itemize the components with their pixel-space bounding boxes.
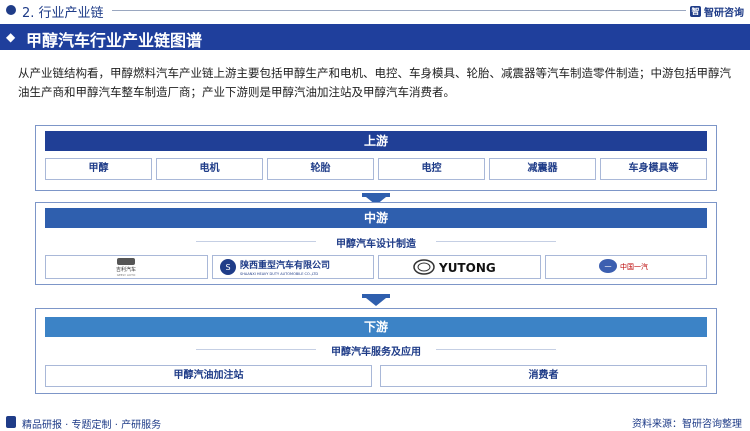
midstream-panel: 中游 甲醇汽车设计制造 吉利汽车 GEELY AUTO S 陕西重型汽车有限公司…	[35, 202, 717, 285]
shaanxi-logo-icon: S 陕西重型汽车有限公司 SHAANXI HEAVY DUTY AUTOMOBI…	[219, 259, 330, 276]
svg-text:吉利汽车: 吉利汽车	[116, 266, 136, 273]
midstream-subhead: 甲醇汽车设计制造	[36, 235, 716, 250]
upstream-item: 轮胎	[267, 158, 374, 180]
midstream-band: 中游	[45, 208, 707, 228]
upstream-item: 车身模具等	[600, 158, 707, 180]
svg-text:SHAANXI HEAVY DUTY AUTOMOBILE: SHAANXI HEAVY DUTY AUTOMOBILE CO.,LTD	[240, 272, 318, 276]
brand: 智 智研咨询	[690, 4, 744, 19]
upstream-item: 甲醇	[45, 158, 152, 180]
section-bullet-icon	[6, 5, 16, 15]
logo-faw: 一 中国一汽	[544, 255, 707, 279]
downstream-subhead: 甲醇汽车服务及应用	[36, 343, 716, 358]
intro-paragraph: 从产业链结构看，甲醇燃料汽车产业链上游主要包括甲醇生产和电机、电控、车身模具、轮…	[18, 66, 731, 99]
footer-services: 精品研报 · 专题定制 · 产研服务	[22, 420, 162, 431]
upstream-panel: 上游 甲醇 电机 轮胎 电控 减震器 车身模具等	[35, 125, 717, 191]
faw-logo-icon: 一 中国一汽	[598, 259, 648, 273]
section-title: 2. 行业产业链	[22, 6, 104, 21]
double-chevron-icon: ◆	[6, 30, 16, 44]
downstream-band: 下游	[45, 317, 707, 337]
svg-text:GEELY AUTO: GEELY AUTO	[117, 273, 136, 277]
midstream-logos: 吉利汽车 GEELY AUTO S 陕西重型汽车有限公司 SHAANXI HEA…	[45, 255, 707, 279]
yutong-logo-icon: YUTONG	[413, 259, 496, 275]
geely-logo-icon: 吉利汽车 GEELY AUTO	[116, 258, 136, 277]
svg-text:YUTONG: YUTONG	[438, 261, 496, 275]
downstream-panel: 下游 甲醇汽车服务及应用 甲醇汽油加注站 消费者	[35, 308, 717, 394]
upstream-item: 减震器	[489, 158, 596, 180]
brand-logo-icon: 智	[690, 6, 701, 17]
page-title: 甲醇汽车行业产业链图谱	[26, 31, 203, 50]
downstream-items: 甲醇汽油加注站 消费者	[45, 365, 707, 387]
title-bar: ◆ 甲醇汽车行业产业链图谱	[0, 24, 750, 50]
logo-geely: 吉利汽车 GEELY AUTO	[45, 255, 208, 279]
flow-arrow-down-icon	[362, 294, 390, 306]
header-divider	[112, 10, 686, 11]
upstream-items: 甲醇 电机 轮胎 电控 减震器 车身模具等	[45, 158, 707, 180]
report-icon	[6, 416, 16, 428]
upstream-item: 电机	[156, 158, 263, 180]
section-header: 2. 行业产业链 智 智研咨询	[0, 0, 750, 22]
svg-text:一: 一	[604, 263, 611, 271]
svg-text:S: S	[225, 263, 230, 272]
logo-yutong: YUTONG	[378, 255, 541, 279]
downstream-item: 甲醇汽油加注站	[45, 365, 372, 387]
upstream-band: 上游	[45, 131, 707, 151]
brand-name: 智研咨询	[704, 8, 744, 19]
logo-shaanxi: S 陕西重型汽车有限公司 SHAANXI HEAVY DUTY AUTOMOBI…	[211, 255, 374, 279]
downstream-subhead-text: 甲醇汽车服务及应用	[331, 347, 421, 358]
svg-text:中国一汽: 中国一汽	[620, 262, 648, 271]
source-note: 资料来源：智研咨询整理	[632, 419, 742, 430]
footer: 精品研报 · 专题定制 · 产研服务 资料来源：智研咨询整理	[0, 413, 750, 431]
upstream-item: 电控	[378, 158, 485, 180]
svg-text:陕西重型汽车有限公司: 陕西重型汽车有限公司	[240, 259, 330, 271]
midstream-subhead-text: 甲醇汽车设计制造	[336, 239, 416, 250]
flow-arrow-down-icon	[362, 193, 390, 205]
downstream-item: 消费者	[380, 365, 707, 387]
